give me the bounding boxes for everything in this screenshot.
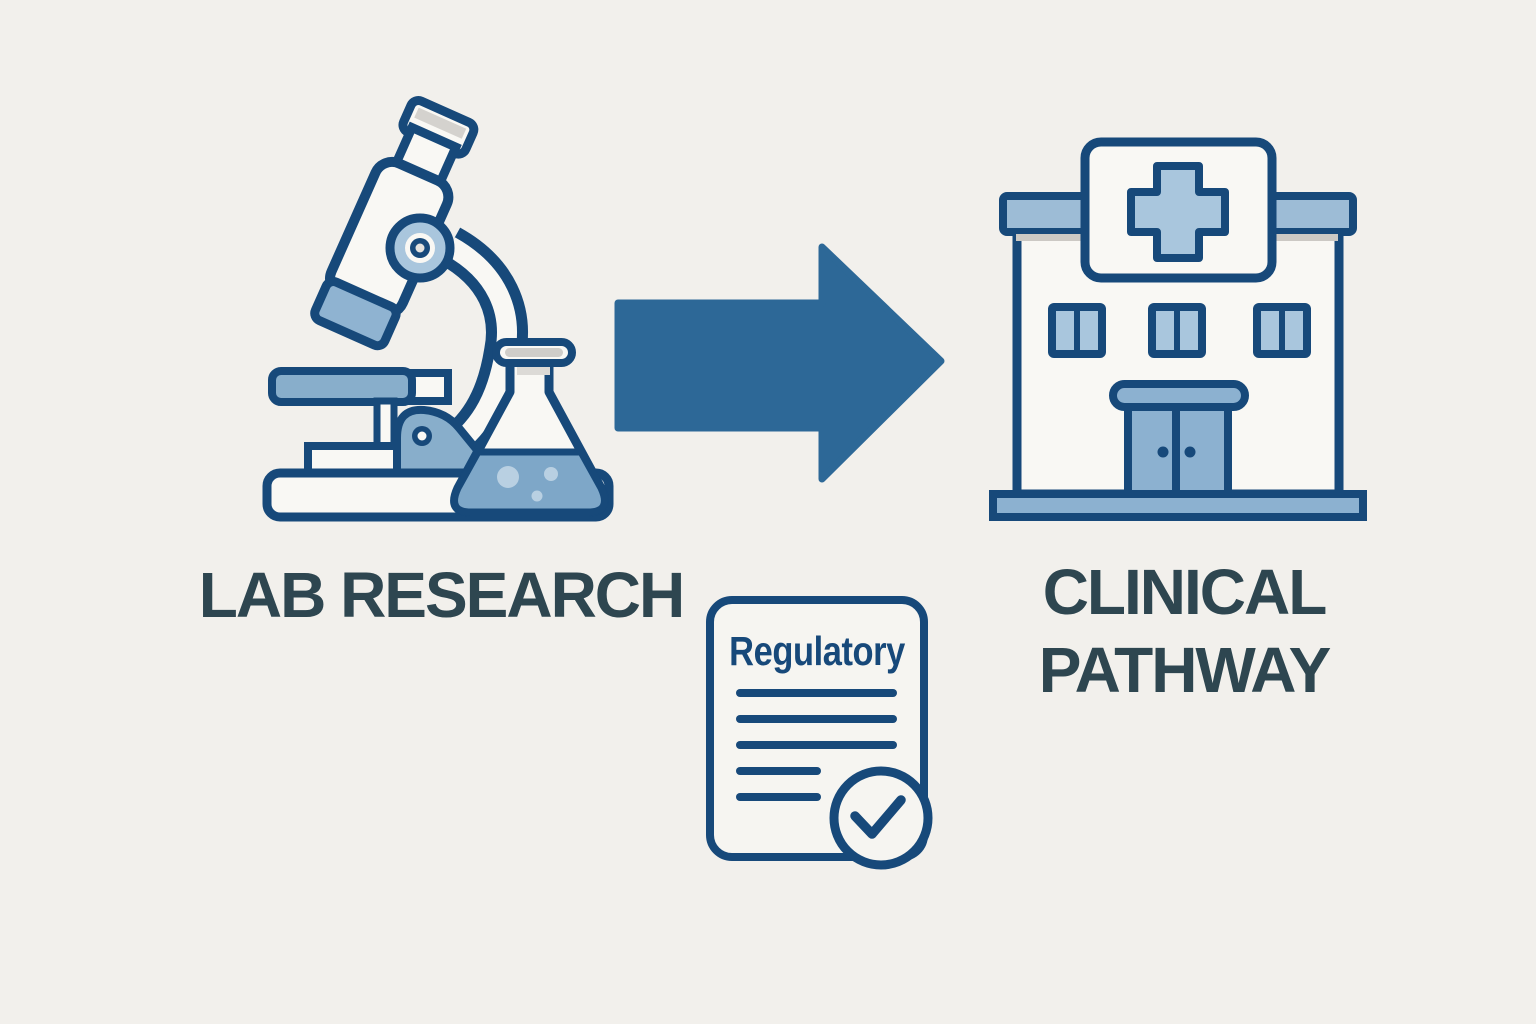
- stage-platform: [268, 367, 416, 406]
- lab-research-label: LAB RESEARCH: [198, 559, 685, 631]
- microscope-tube: [310, 95, 479, 351]
- checkmark-icon: [850, 795, 906, 839]
- document-text-lines: [736, 689, 897, 801]
- door-handle: [1184, 446, 1196, 458]
- hospital-door: [1109, 380, 1249, 498]
- document-check-icon: [706, 596, 933, 870]
- flask-bubble: [531, 490, 543, 502]
- clinical-pathway-line1: CLINICAL: [1042, 556, 1328, 628]
- regulatory-document-title: Regulatory: [729, 628, 905, 674]
- window: [1148, 303, 1206, 358]
- flask-bubble: [544, 467, 558, 481]
- eyepiece-cap-band: [414, 107, 467, 139]
- hospital-windows: [1048, 303, 1311, 358]
- flask-bubble: [497, 466, 519, 488]
- flask-liquid: [451, 448, 608, 516]
- hospital-base: [989, 490, 1367, 521]
- flask-rim-band: [505, 348, 563, 357]
- door-lintel: [1109, 380, 1249, 411]
- microscope-flask-icon: [262, 95, 614, 522]
- window: [1048, 303, 1106, 358]
- checkmark-circle-icon: [829, 766, 933, 870]
- focus-knob: [385, 213, 455, 283]
- flask-neck-shade: [517, 364, 550, 375]
- band-shadow: [1274, 234, 1338, 241]
- stage-post: [373, 397, 398, 453]
- flask-icon: [450, 338, 609, 517]
- clinical-pathway-label: CLINICAL PATHWAY: [1038, 553, 1332, 709]
- objective-lens: [310, 277, 401, 351]
- clinical-pathway-line2: PATHWAY: [1038, 634, 1332, 706]
- medical-cross-icon: [1127, 162, 1229, 262]
- band-shadow: [1016, 234, 1082, 241]
- arrow-right-icon: [614, 243, 945, 483]
- hospital-icon: [989, 137, 1367, 521]
- window: [1253, 303, 1311, 358]
- door-handle: [1157, 446, 1169, 458]
